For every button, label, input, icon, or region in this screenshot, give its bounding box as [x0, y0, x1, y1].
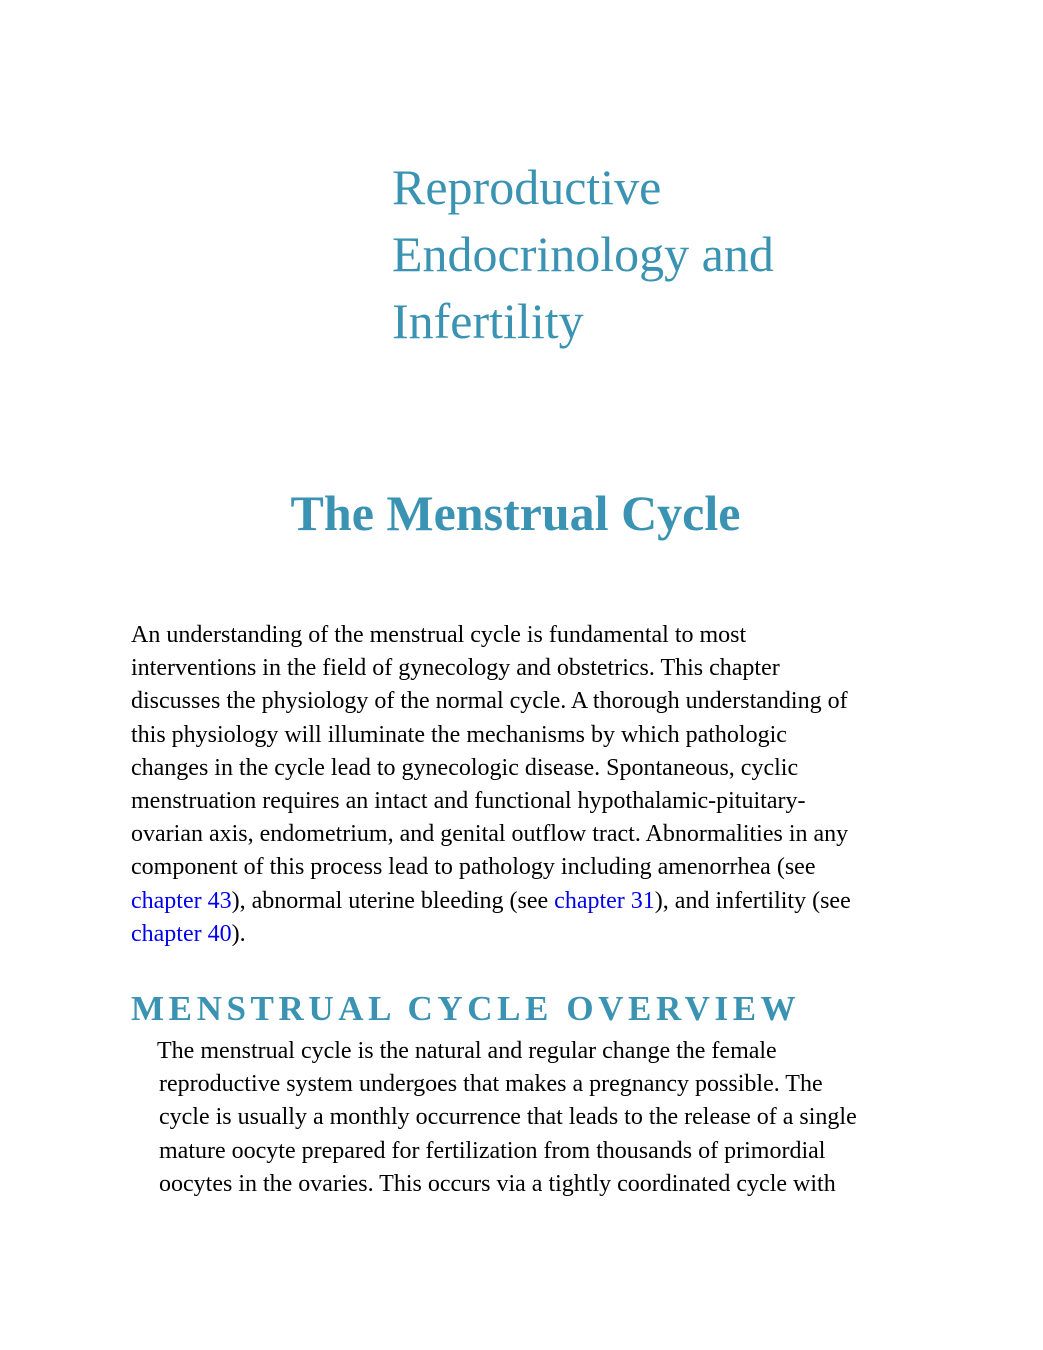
section-heading: MENSTRUAL CYCLE OVERVIEW: [131, 989, 801, 1028]
paragraph-line: this physiology will illuminate the mech…: [131, 721, 787, 748]
part-title: Reproductive Endocrinology and Infertili…: [392, 154, 952, 355]
paragraph-line: interventions in the field of gynecology…: [131, 655, 780, 682]
paragraph-text: ), and infertility (see: [654, 887, 851, 914]
paragraph-line: component of this process lead to pathol…: [131, 854, 816, 881]
paragraph-line: changes in the cycle lead to gynecologic…: [131, 754, 799, 781]
chapter-title: The Menstrual Cycle: [290, 485, 741, 541]
paragraph-line: oocytes in the ovaries. This occurs via …: [159, 1170, 836, 1197]
chapter-40-link[interactable]: chapter 40: [131, 920, 232, 947]
paragraph-line: discusses the physiology of the normal c…: [131, 688, 848, 715]
overview-paragraph: The menstrual cycle is the natural and r…: [157, 1035, 959, 1201]
paragraph-line: The menstrual cycle is the natural and r…: [157, 1038, 777, 1064]
paragraph-line: reproductive system undergoes that makes…: [159, 1071, 823, 1098]
part-title-line: Infertility: [392, 293, 584, 349]
paragraph-line: menstruation requires an intact and func…: [131, 788, 806, 815]
part-title-line: Reproductive: [392, 159, 662, 215]
chapter-31-link[interactable]: chapter 31: [554, 887, 655, 914]
paragraph-line: ovarian axis, endometrium, and genital o…: [131, 821, 849, 848]
intro-paragraph: An understanding of the menstrual cycle …: [131, 619, 921, 951]
paragraph-text: ).: [231, 920, 246, 947]
paragraph-line: cycle is usually a monthly occurrence th…: [159, 1104, 857, 1131]
paragraph-line: chapter 40).: [131, 918, 921, 951]
paragraph-text: ), abnormal uterine bleeding (see: [231, 887, 555, 914]
part-title-line: Endocrinology and: [392, 226, 774, 282]
paragraph-line: chapter 43), abnormal uterine bleeding (…: [131, 885, 921, 918]
paragraph-line: An understanding of the menstrual cycle …: [131, 622, 747, 648]
chapter-43-link[interactable]: chapter 43: [131, 887, 232, 914]
paragraph-line: mature oocyte prepared for fertilization…: [159, 1137, 826, 1164]
